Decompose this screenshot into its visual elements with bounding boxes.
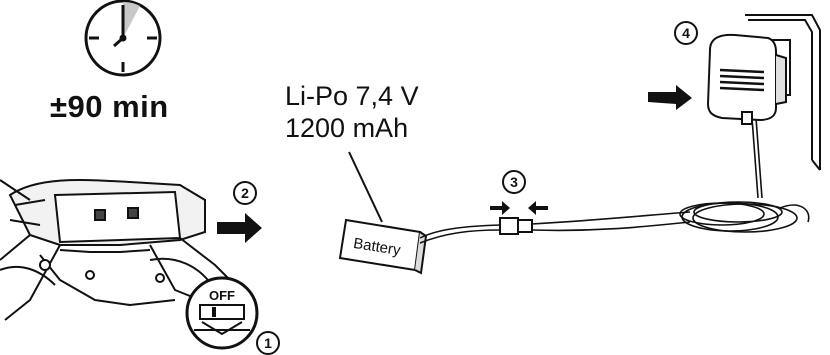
step-2-number: 2	[241, 185, 249, 201]
connect-arrow-left-icon	[528, 201, 548, 215]
charger-cable	[531, 117, 810, 233]
wall-charger	[706, 33, 787, 125]
battery-pack: Battery	[338, 151, 428, 275]
remove-battery-arrow	[217, 213, 262, 243]
charge-duration: ±90 min	[50, 89, 169, 124]
power-switch-detail	[185, 276, 259, 350]
battery-spec: Li-Po 7,4 V 1200 mAh	[285, 80, 419, 145]
connect-arrow-right-icon	[490, 201, 510, 215]
step-2-marker: 2	[233, 181, 257, 205]
step-3-marker: 3	[502, 170, 526, 194]
drone-illustration	[0, 178, 231, 321]
off-switch-label: OFF	[209, 288, 235, 303]
battery-leads	[419, 224, 501, 244]
plug-in-arrow-icon	[648, 85, 692, 110]
balance-connector	[499, 217, 533, 235]
battery-capacity: 1200 mAh	[285, 113, 409, 144]
step-4-number: 4	[682, 25, 690, 41]
clock-icon	[84, 0, 162, 77]
step-1-number: 1	[264, 335, 272, 351]
step-4-marker: 4	[674, 21, 698, 45]
step-3-number: 3	[510, 174, 518, 190]
step-1-marker: 1	[256, 331, 280, 355]
battery-voltage: Li-Po 7,4 V	[285, 81, 419, 111]
